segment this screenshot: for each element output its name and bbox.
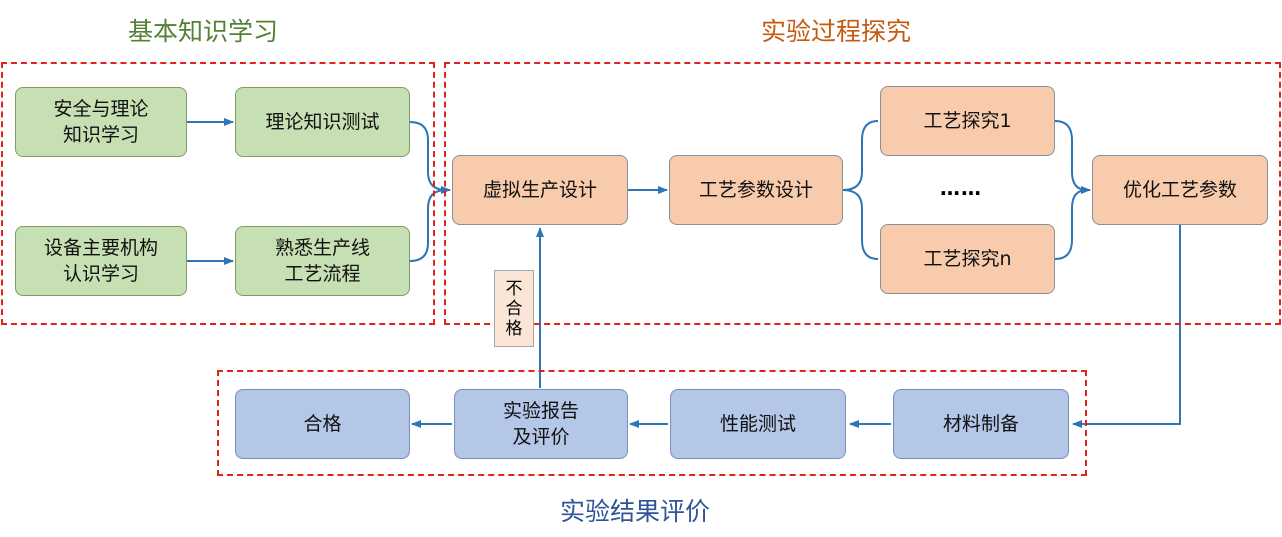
node-theory-test: 理论知识测试 xyxy=(235,87,410,157)
section-frame-basic xyxy=(1,62,435,325)
section-frame-process xyxy=(444,62,1281,325)
node-safety-theory: 安全与理论 知识学习 xyxy=(15,87,187,157)
section-title-process: 实验过程探究 xyxy=(761,17,912,46)
node-optimize-params: 优化工艺参数 xyxy=(1092,155,1268,225)
node-material-prep: 材料制备 xyxy=(893,389,1069,459)
section-frame-result xyxy=(217,370,1087,476)
node-qualified: 合格 xyxy=(235,389,410,459)
node-equipment-study: 设备主要机构 认识学习 xyxy=(15,226,187,296)
label-unqualified: 不 合 格 xyxy=(494,270,534,347)
section-title-result: 实验结果评价 xyxy=(560,497,711,526)
section-title-basic: 基本知识学习 xyxy=(128,17,279,46)
merge-from-line-familiar xyxy=(409,189,447,262)
node-line-familiar: 熟悉生产线 工艺流程 xyxy=(235,226,410,296)
arrow-optimize-to-material xyxy=(1072,225,1181,428)
merge-from-explore-1 xyxy=(1054,120,1091,194)
merge-into-virtual-design xyxy=(409,121,451,194)
node-param-design: 工艺参数设计 xyxy=(669,155,843,225)
node-explore-n: 工艺探究n xyxy=(880,224,1055,294)
split-to-explore-n xyxy=(842,189,879,260)
node-performance-test: 性能测试 xyxy=(670,389,846,459)
merge-from-explore-n xyxy=(1054,189,1088,260)
split-to-explore-1 xyxy=(842,120,879,191)
explore-ellipsis: …… xyxy=(940,176,982,200)
node-virtual-design: 虚拟生产设计 xyxy=(452,155,628,225)
node-explore-1: 工艺探究1 xyxy=(880,86,1055,156)
node-report-evaluation: 实验报告 及评价 xyxy=(454,389,628,459)
